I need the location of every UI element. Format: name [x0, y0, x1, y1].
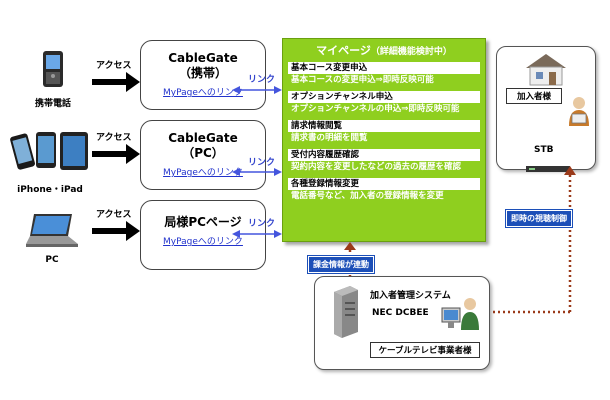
realtime-control-label: 即時の視聴制御 [505, 209, 573, 228]
section-body: 契約内容を変更したなどの過去の履歴を確認 [291, 162, 462, 172]
mypage-title: マイページ（詳細機能検討中） [288, 42, 480, 58]
access-label-2: アクセス [96, 133, 132, 143]
stb-label: STB [534, 145, 554, 155]
gate-box-local-pc: 局様PCページ MyPageへのリンク [140, 200, 266, 270]
section-body: 請求書の明細を閲覧 [291, 133, 368, 143]
stb-box-icon [526, 158, 570, 172]
section-head[interactable]: 基本コース変更申込 [288, 62, 480, 74]
system-name: NEC DCBEE [372, 308, 429, 318]
mypage-title-note: （詳細機能検討中） [370, 47, 452, 57]
device-label-mobile: 携帯電話 [34, 99, 71, 109]
mypage-section: 受付内容履歴確認 契約内容を変更したなどの過去の履歴を確認 [288, 149, 480, 173]
link-label-3: リンク [248, 219, 276, 229]
operator-label: ケーブルテレビ事業者様 [370, 342, 480, 358]
gate-box-pc: CableGate （PC） MyPageへのリンク [140, 120, 266, 190]
access-arrow-2 [92, 144, 140, 164]
gate-title: 局様PCページ [164, 215, 242, 229]
billing-label: 課金情報が連動 [307, 255, 375, 274]
mobile-phone-icon [42, 50, 64, 88]
gate-box-mobile: CableGate （携帯） MyPageへのリンク [140, 40, 266, 110]
link-arrow-1 [232, 86, 282, 94]
device-label-iphone-ipad: iPhone・iPad [17, 185, 83, 195]
section-head[interactable]: オプションチャンネル申込 [288, 91, 480, 103]
mypage-link[interactable]: MyPageへのリンク [163, 168, 243, 178]
section-head[interactable]: 各種登録情報変更 [288, 178, 480, 190]
section-body: オプションチャンネルの申込⇒即時反映可能 [291, 104, 460, 114]
mypage-link[interactable]: MyPageへのリンク [163, 88, 243, 98]
link-arrow-3 [232, 230, 282, 238]
mypage-section: 基本コース変更申込 基本コースの変更申込⇒即時反映可能 [288, 62, 480, 86]
mypage-section: 各種登録情報変更 電話番号など、加入者の登録情報を変更 [288, 178, 480, 202]
section-body: 基本コースの変更申込⇒即時反映可能 [291, 75, 434, 85]
link-label-1: リンク [248, 75, 276, 85]
access-label-3: アクセス [96, 210, 132, 220]
mypage-link[interactable]: MyPageへのリンク [163, 237, 243, 247]
access-label-1: アクセス [96, 61, 132, 71]
mypage-title-text: マイページ [316, 44, 371, 57]
mypage-section: 請求情報閲覧 請求書の明細を閲覧 [288, 120, 480, 144]
gate-title: CableGate [168, 51, 238, 65]
section-head[interactable]: 請求情報閲覧 [288, 120, 480, 132]
link-label-2: リンク [248, 158, 276, 168]
link-arrow-2 [232, 168, 282, 176]
access-arrow-3 [92, 221, 140, 241]
subscriber-label: 加入者様 [506, 88, 562, 104]
iphone-ipad-icon [10, 128, 90, 178]
subscriber-person-icon [566, 96, 592, 128]
mypage-section-list: 基本コース変更申込 基本コースの変更申込⇒即時反映可能 オプションチャンネル申込… [288, 62, 480, 202]
access-arrow-1 [92, 72, 140, 92]
server-icon [330, 286, 360, 338]
device-label-pc: PC [45, 255, 59, 265]
operator-person-icon [440, 296, 482, 332]
system-title: 加入者管理システム [370, 291, 451, 301]
section-body: 電話番号など、加入者の登録情報を変更 [291, 191, 444, 201]
gate-subtitle: （携帯） [178, 66, 227, 80]
laptop-pc-icon [24, 212, 80, 248]
gate-title: CableGate [168, 131, 238, 145]
house-icon [524, 52, 568, 86]
gate-subtitle: （PC） [182, 146, 224, 160]
mypage-section: オプションチャンネル申込 オプションチャンネルの申込⇒即時反映可能 [288, 91, 480, 115]
realtime-control-arrow [482, 166, 576, 314]
section-head[interactable]: 受付内容履歴確認 [288, 149, 480, 161]
mypage-panel: マイページ（詳細機能検討中） 基本コース変更申込 基本コースの変更申込⇒即時反映… [282, 38, 486, 242]
